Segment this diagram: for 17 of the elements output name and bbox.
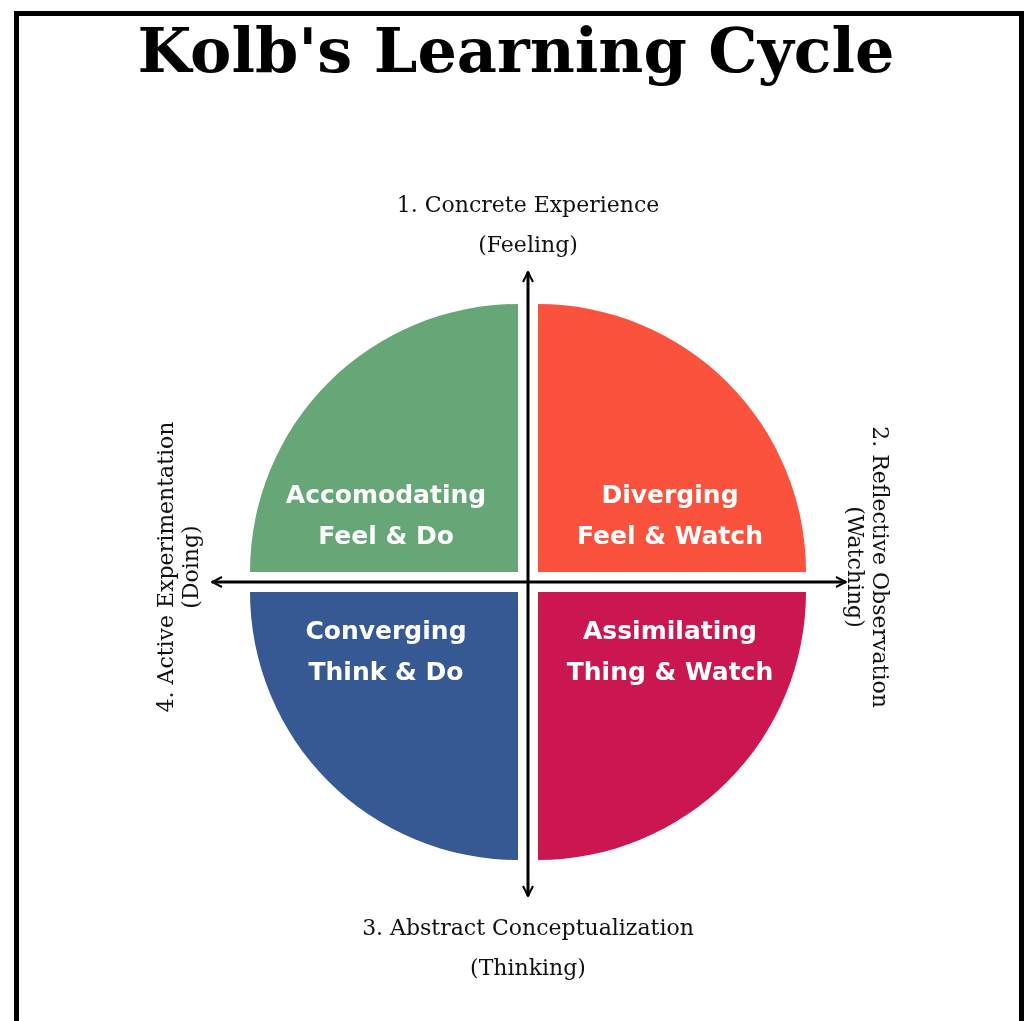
quadrant-subtitle: Feel & Watch — [576, 520, 764, 552]
quadrant-title: Diverging — [600, 479, 740, 511]
axis-label: 4. Active Experimentation — [153, 421, 178, 713]
title: Kolb's Learning Cycle — [136, 14, 896, 87]
axis-label: 3. Abstract Conceptualization — [361, 915, 695, 940]
quadrant-subtitle: Think & Do — [307, 656, 465, 688]
axis-label: (Thinking) — [469, 955, 587, 980]
quadrant-title: Accomodating — [284, 479, 488, 511]
quadrant-subtitle: Feel & Do — [317, 520, 455, 552]
axis-label: (Feeling) — [477, 232, 579, 257]
quadrant-title: Converging — [304, 615, 468, 647]
axis-label: (Watching) — [843, 506, 868, 628]
axis-label: 2. Reflective Observation — [868, 426, 893, 708]
axis-label: (Doing) — [178, 525, 203, 609]
quadrant-title: Assimilating — [582, 615, 758, 647]
quadrant-subtitle: Thing & Watch — [565, 656, 775, 688]
axis-label: 1. Concrete Experience — [395, 192, 661, 217]
